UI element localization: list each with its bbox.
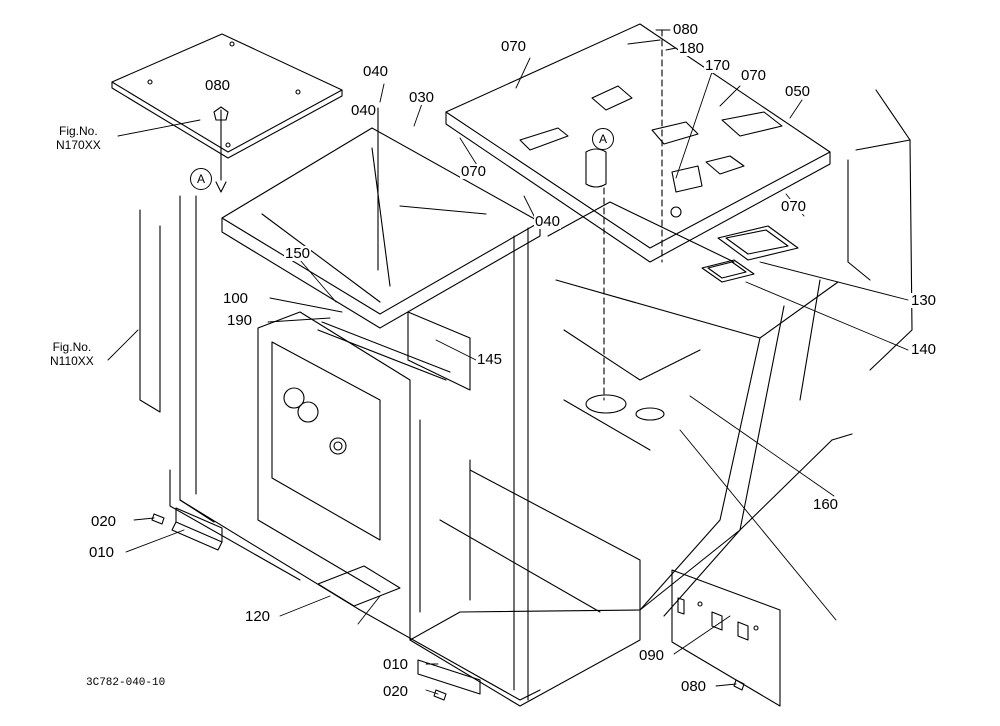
callout-040: 040 [350,102,378,119]
cabin-frame-drawing [139,89,913,707]
callout-180: 180 [678,40,706,57]
callout-160: 160 [812,496,840,513]
callout-100: 100 [222,290,250,307]
figure-ref-label: Fig.No. [52,340,92,354]
callout-080: 080 [204,77,232,94]
top-cover-drawing [445,23,831,401]
figure-ref-n110xx: Fig.No. N110XX [50,340,94,368]
callout-130: 130 [910,292,938,309]
figure-ref-n170xx: Fig.No. N170XX [56,124,101,152]
figure-ref-number: N170XX [56,138,101,152]
cover-panel-drawing [221,107,541,329]
callout-070: 070 [780,198,808,215]
callout-050: 050 [784,83,812,100]
callout-080: 080 [672,21,700,38]
bracket-drawing [151,507,745,701]
callout-145: 145 [476,351,504,368]
callout-070: 070 [500,38,528,55]
callout-080: 080 [680,678,708,695]
callout-020: 020 [382,683,410,700]
callout-070: 070 [460,163,488,180]
reference-marker-a: A [592,128,614,150]
leader-lines [107,29,909,695]
callout-120: 120 [244,608,272,625]
callout-090: 090 [638,647,666,664]
callout-040: 040 [534,213,562,230]
callout-010: 010 [382,656,410,673]
callout-020: 020 [90,513,118,530]
callout-040: 040 [362,63,390,80]
reference-marker-a: A [190,168,212,190]
callout-010: 010 [88,544,116,561]
callout-070: 070 [740,67,768,84]
drawing-code: 3C782-040-10 [86,677,166,689]
right-plate-drawing [671,569,781,707]
callout-170: 170 [704,57,732,74]
top-plate-drawing [111,33,343,193]
callout-140: 140 [910,341,938,358]
callout-150: 150 [284,245,312,262]
callout-190: 190 [226,312,254,329]
side-panel-drawing [271,341,381,541]
callout-030: 030 [408,89,436,106]
figure-ref-number: N110XX [50,354,94,368]
gasket-drawing [701,225,799,283]
figure-ref-label: Fig.No. [59,124,98,138]
